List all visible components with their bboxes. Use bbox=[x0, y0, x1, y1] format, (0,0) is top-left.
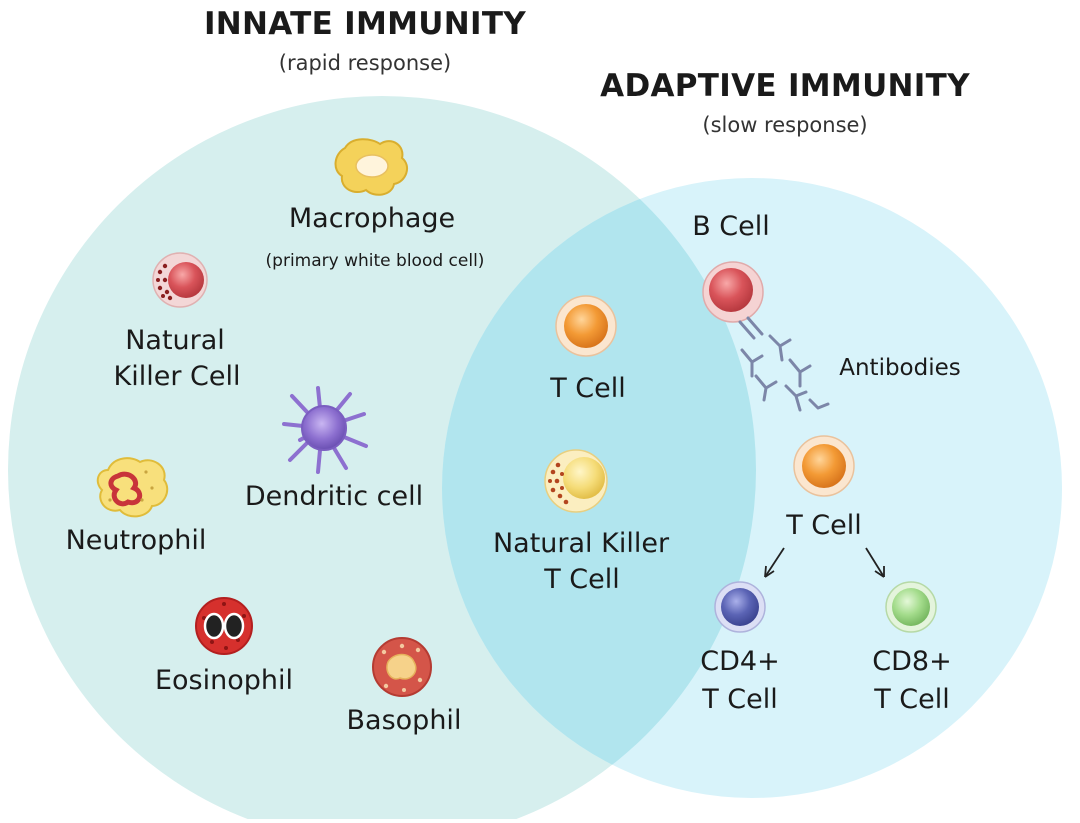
overlap-t-cell-label: T Cell bbox=[550, 373, 626, 404]
adaptive-t-cell-label: T Cell bbox=[786, 510, 862, 541]
cd8-label-line1: CD8+ bbox=[872, 646, 952, 677]
antibodies-icon bbox=[738, 316, 830, 412]
neutrophil-label: Neutrophil bbox=[65, 525, 207, 556]
arrow-to-cd8 bbox=[865, 547, 885, 578]
overlap-t-cell-icon bbox=[555, 295, 617, 357]
adaptive-subtitle: (slow response) bbox=[702, 113, 868, 137]
b-cell-label: B Cell bbox=[692, 211, 770, 242]
innate-subtitle: (rapid response) bbox=[278, 51, 452, 75]
nkt-label-line2: T Cell bbox=[544, 564, 620, 595]
macrophage-note: (primary white blood cell) bbox=[265, 251, 485, 271]
eosinophil-icon bbox=[195, 597, 253, 655]
cd4-label-line2: T Cell bbox=[702, 684, 778, 715]
arrow-to-cd4 bbox=[764, 547, 785, 578]
antibodies-label: Antibodies bbox=[839, 355, 961, 381]
basophil-label: Basophil bbox=[346, 705, 462, 736]
natural-killer-t-cell-icon bbox=[544, 449, 608, 513]
macrophage-label: Macrophage bbox=[288, 203, 456, 234]
macrophage-icon bbox=[334, 138, 409, 196]
basophil-icon bbox=[372, 637, 432, 697]
natural-killer-label-line1: Natural bbox=[125, 325, 225, 356]
adaptive-t-cell-icon bbox=[793, 435, 855, 497]
b-cell-icon bbox=[702, 261, 764, 323]
cd8-t-cell-icon bbox=[885, 581, 937, 633]
natural-killer-cell-icon bbox=[152, 252, 208, 308]
eosinophil-label: Eosinophil bbox=[154, 665, 294, 696]
nkt-label-line1: Natural Killer bbox=[492, 528, 670, 559]
dendritic-cell-icon bbox=[282, 386, 368, 474]
cd4-t-cell-icon bbox=[714, 581, 766, 633]
natural-killer-label-line2: Killer Cell bbox=[113, 361, 241, 392]
cd4-label-line1: CD4+ bbox=[700, 646, 780, 677]
cd8-label-line2: T Cell bbox=[874, 684, 950, 715]
innate-title: INNATE IMMUNITY bbox=[203, 6, 527, 42]
neutrophil-icon bbox=[96, 457, 169, 518]
adaptive-title: ADAPTIVE IMMUNITY bbox=[600, 68, 970, 104]
dendritic-cell-label: Dendritic cell bbox=[244, 481, 424, 512]
